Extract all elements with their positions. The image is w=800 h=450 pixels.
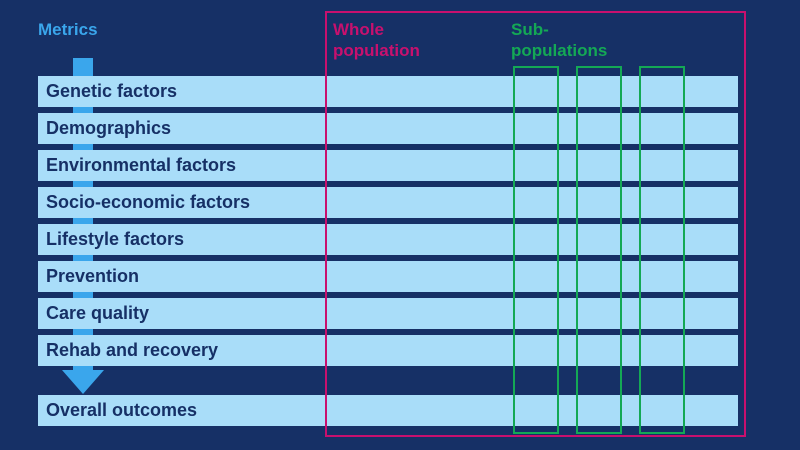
metric-label: Genetic factors	[46, 81, 178, 101]
metrics-label: Metrics	[38, 20, 98, 39]
sub-populations-label: Sub-populations	[511, 20, 608, 60]
metric-label: Lifestyle factors	[46, 229, 185, 249]
arrow-head	[62, 370, 104, 394]
sub-population-column	[576, 66, 622, 434]
whole-population-box	[325, 11, 746, 437]
metric-label: Rehab and recovery	[46, 340, 219, 360]
metric-label: Overall outcomes	[46, 400, 198, 420]
metric-label: Socio-economic factors	[46, 192, 251, 212]
metric-label: Demographics	[46, 118, 172, 138]
metric-label: Environmental factors	[46, 155, 237, 175]
whole-population-label: Whole population	[333, 20, 420, 60]
metric-label: Prevention	[46, 266, 140, 286]
sub-population-column	[513, 66, 559, 434]
metric-label: Care quality	[46, 303, 150, 323]
sub-population-column	[639, 66, 685, 434]
